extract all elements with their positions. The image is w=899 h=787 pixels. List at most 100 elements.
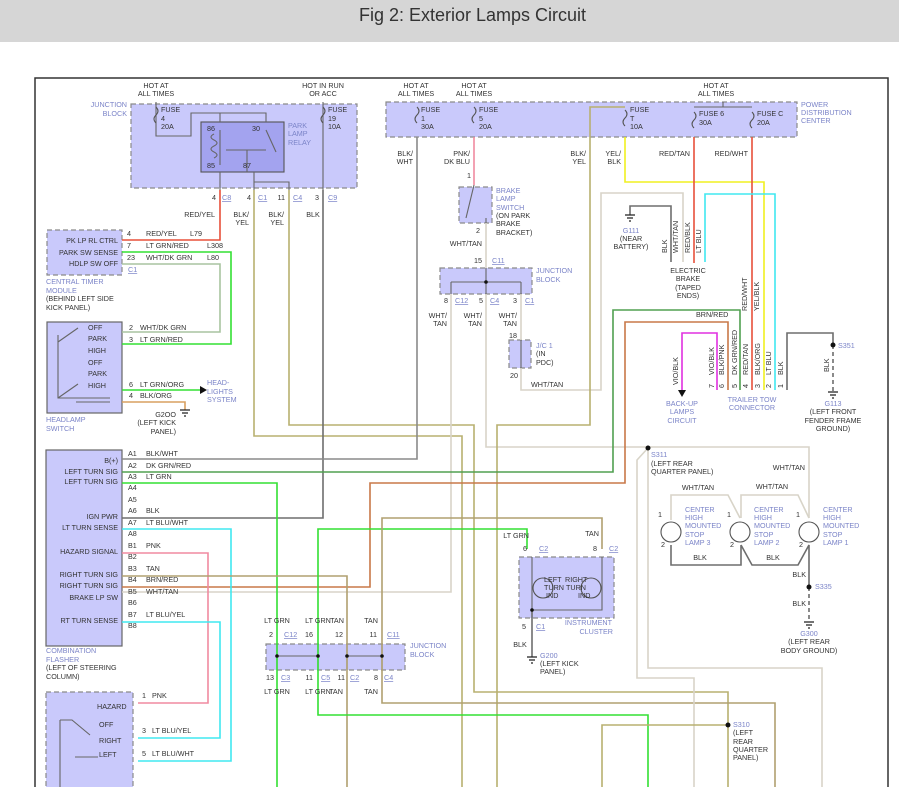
flasher-wires-label: TAN (146, 564, 160, 573)
brake-label: (IN (536, 349, 546, 358)
component-label: POWER (801, 100, 828, 109)
headlamp-label: G2OO (155, 410, 176, 419)
pdc-label: FUSE (479, 105, 498, 114)
pdc-label: ALL TIMES (698, 89, 735, 98)
top-label: 10A (328, 122, 341, 131)
timer-label: 4 (127, 229, 131, 238)
cluster-label: TAN (585, 529, 599, 538)
component-label: CENTRAL TIMER (46, 277, 104, 286)
wire-vio-blk (681, 332, 718, 390)
wire-blk-yel-c1 (253, 190, 463, 787)
timer-label: KICK PANEL) (46, 303, 90, 312)
rear-label: QUARTER (733, 745, 768, 754)
component-label: G111 (623, 226, 640, 235)
rear-label: PANEL) (733, 753, 758, 762)
flasher-wires-label: DK GRN/RED (146, 461, 191, 470)
wire-wht-tan-rear (636, 447, 823, 787)
cluster-label: TURN (566, 583, 586, 592)
component-label: PARK (288, 121, 307, 130)
lamp2-label: 1 (727, 510, 731, 519)
flasher-pins-label: A7 (128, 518, 137, 527)
lower-jb-label: TAN (330, 616, 344, 625)
flasher-functions-label: IGN PWR (86, 512, 118, 521)
wire-lt-blu-yel (122, 621, 221, 739)
timer-label: 23 (127, 253, 135, 262)
lower-jb-label: LT GRN (305, 687, 331, 696)
hazard-label: 5 (142, 749, 146, 758)
lamp1-label: 2 (799, 540, 803, 549)
connector-label: C12 (455, 296, 468, 305)
combination-flasher (45, 449, 123, 647)
connector-label: C12 (284, 630, 297, 639)
top-label: FUSE (161, 105, 180, 114)
pdc-label: PNK/ (453, 149, 470, 158)
wire-tan-c11 (381, 517, 776, 787)
brake-label: WHT/ (429, 311, 447, 320)
hazard-label: LEFT (99, 750, 117, 759)
top-label: OR ACC (309, 89, 337, 98)
pdc-label: FUSE C (757, 109, 783, 118)
trailer-label: 1 (776, 384, 785, 388)
top-label: 19 (328, 114, 336, 123)
pdc-label: 10A (630, 122, 643, 131)
headlamp-label: PARK (88, 369, 107, 378)
flasher-functions-label: LEFT TURN SIG (64, 477, 118, 486)
rear-label: BLK (693, 553, 707, 562)
brake-label: (ON PARK (496, 211, 530, 220)
rear-label: BLK (766, 553, 780, 562)
timer-label: PARK SW SENSE (59, 248, 118, 257)
component-label: CENTER (685, 505, 715, 514)
component-label: BLOCK (410, 650, 435, 659)
wire-red-yel (122, 190, 221, 241)
flasher-pins-label: B1 (128, 541, 137, 550)
cluster-label: LT GRN (503, 531, 529, 540)
rear-label: WHT/TAN (756, 482, 788, 491)
hazard-label: HAZARD (97, 702, 127, 711)
connector-label: C2 (539, 544, 548, 553)
component-label: MOUNTED (685, 521, 721, 530)
lamp3-label: 1 (658, 510, 662, 519)
cluster-label: 6 (523, 544, 527, 553)
hazard-label: LT BLU/YEL (152, 726, 191, 735)
component-label: JUNCTION (410, 641, 446, 650)
lower-jb-label: TAN (329, 687, 343, 696)
component-label: LIGHTS (207, 387, 233, 396)
pdc-label: HOT AT (461, 81, 487, 90)
top-label: FUSE (328, 105, 347, 114)
trailer-label: DK GRN/RED (730, 330, 739, 375)
lower-jb-label: LT GRN (305, 616, 331, 625)
component-label: FLASHER (46, 655, 79, 664)
timer-label: WHT/DK GRN (146, 253, 192, 262)
headlamp-label: LT GRN/ORG (140, 380, 184, 389)
top-label: 86 (207, 124, 215, 133)
flasher-pins-label: A1 (128, 449, 137, 458)
component-label: HIGH (685, 513, 703, 522)
component-label: G300 (800, 629, 818, 638)
component-label: BRAKE (496, 186, 521, 195)
top-label: 4 (161, 114, 165, 123)
top-label: 85 (207, 161, 215, 170)
rear-label: WHT/TAN (773, 463, 805, 472)
headlamp-label: HIGH (88, 346, 106, 355)
timer-label: PK LP RL CTRL (66, 236, 118, 245)
trailer-label: 2 (764, 384, 773, 388)
trailer-label: GROUND) (816, 424, 850, 433)
wire-pnk-hazard (122, 552, 209, 704)
arrow-headlights-icon (200, 386, 207, 394)
brake-label: 18 (509, 331, 517, 340)
flasher-functions-label: RIGHT TURN SIG (60, 570, 119, 579)
brake-label: TAN (468, 319, 482, 328)
trailer-label: BRN/RED (696, 310, 728, 319)
pdc-label: 20A (479, 122, 492, 131)
connector-label: C3 (281, 673, 290, 682)
internal-wiring (57, 102, 752, 787)
brake-lamp-switch (458, 186, 493, 224)
rear-label: BODY GROUND) (781, 646, 838, 655)
component-label: MOUNTED (823, 521, 859, 530)
component-label: BACK-UP (666, 399, 698, 408)
trailer-label: WHT/TAN (671, 221, 680, 253)
component-label: CENTER (754, 505, 784, 514)
cluster-label: (LEFT KICK (540, 659, 579, 668)
connector-label: C8 (222, 193, 231, 202)
cluster-label: PANEL) (540, 667, 565, 676)
